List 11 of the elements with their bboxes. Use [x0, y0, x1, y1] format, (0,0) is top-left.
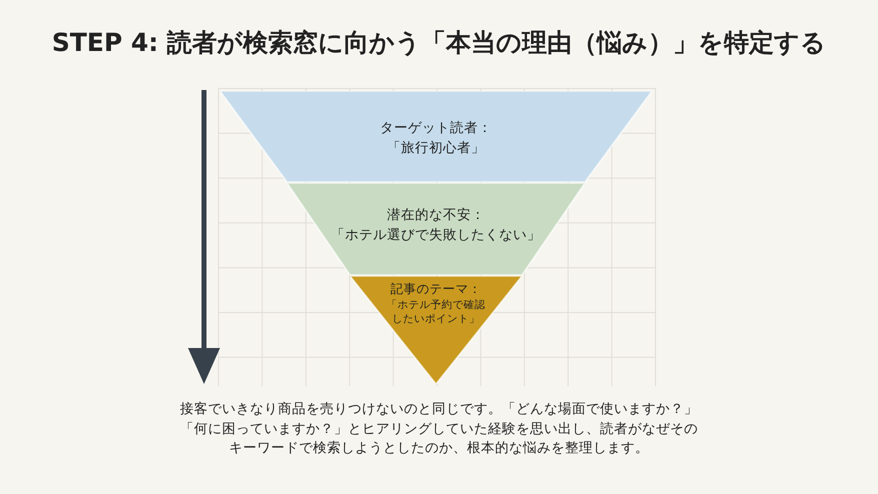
- description-text: 接客でいきなり商品を売りつけないのと同じです。「どんな場面で使いますか？」「何に困っていますか？」とヒアリングしていた経験を思い出し、読者がなぜそのキーワードで検索しようとしたのか、根本的な悩みを整理します。: [179, 400, 699, 458]
- tier-text: 「ホテル予約で確認したいポイント」: [386, 298, 486, 326]
- funnel-tier: [350, 276, 522, 384]
- funnel-tier: [220, 91, 652, 182]
- funnel-tier: [287, 183, 585, 275]
- tier-heading: 記事のテーマ：: [390, 280, 482, 298]
- tier-text: 「ホテル選びで失敗したくない」: [331, 226, 541, 244]
- title: STEP 4: 読者が検索窓に向かう「本当の理由（悩み）」を特定する: [52, 28, 826, 57]
- tier-heading: 潜在的な不安：: [387, 206, 485, 225]
- tier-heading: ターゲット読者：: [380, 119, 492, 138]
- tier-text: 「旅行初心者」: [387, 138, 485, 157]
